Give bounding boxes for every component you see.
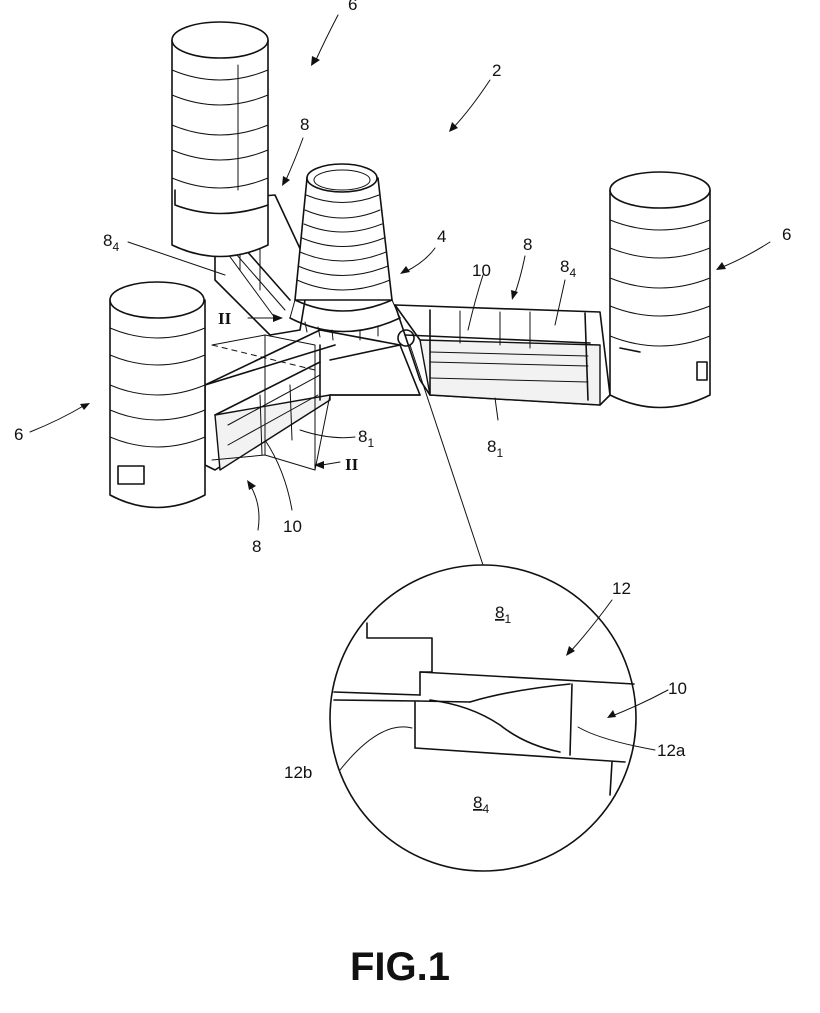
label-8-1-right: 81 xyxy=(487,437,503,460)
label-pontoon-top: 8 xyxy=(300,115,309,134)
detail-label-12a: 12a xyxy=(657,741,686,760)
detail-circle xyxy=(330,565,636,871)
figure-caption: FIG.1 xyxy=(350,945,450,989)
label-column-top-left: 6 xyxy=(348,0,357,14)
label-column-right: 6 xyxy=(782,225,791,244)
label-8-4-left: 84 xyxy=(103,231,119,254)
detail-label-12b: 12b xyxy=(284,763,312,782)
column-left xyxy=(110,282,205,508)
label-column-left: 6 xyxy=(14,425,23,444)
label-joint-right: 10 xyxy=(472,261,491,280)
label-joint-bottom: 10 xyxy=(283,517,302,536)
column-right xyxy=(610,172,710,408)
label-platform: 2 xyxy=(492,61,501,80)
pontoon-right xyxy=(395,305,610,405)
detail-label-12: 12 xyxy=(612,579,631,598)
label-central-column: 4 xyxy=(437,227,446,246)
label-8-4-right: 84 xyxy=(560,257,576,280)
central-column xyxy=(290,164,400,340)
label-8-1-left: 81 xyxy=(358,427,374,450)
column-top-left xyxy=(172,22,268,257)
label-pontoon-bottom: 8 xyxy=(252,537,261,556)
section-marker-bottom: II xyxy=(345,455,359,474)
section-marker-top: II xyxy=(218,309,232,328)
label-pontoon-right: 8 xyxy=(523,235,532,254)
detail-label-10: 10 xyxy=(668,679,687,698)
offshore-platform-structure xyxy=(110,22,710,565)
